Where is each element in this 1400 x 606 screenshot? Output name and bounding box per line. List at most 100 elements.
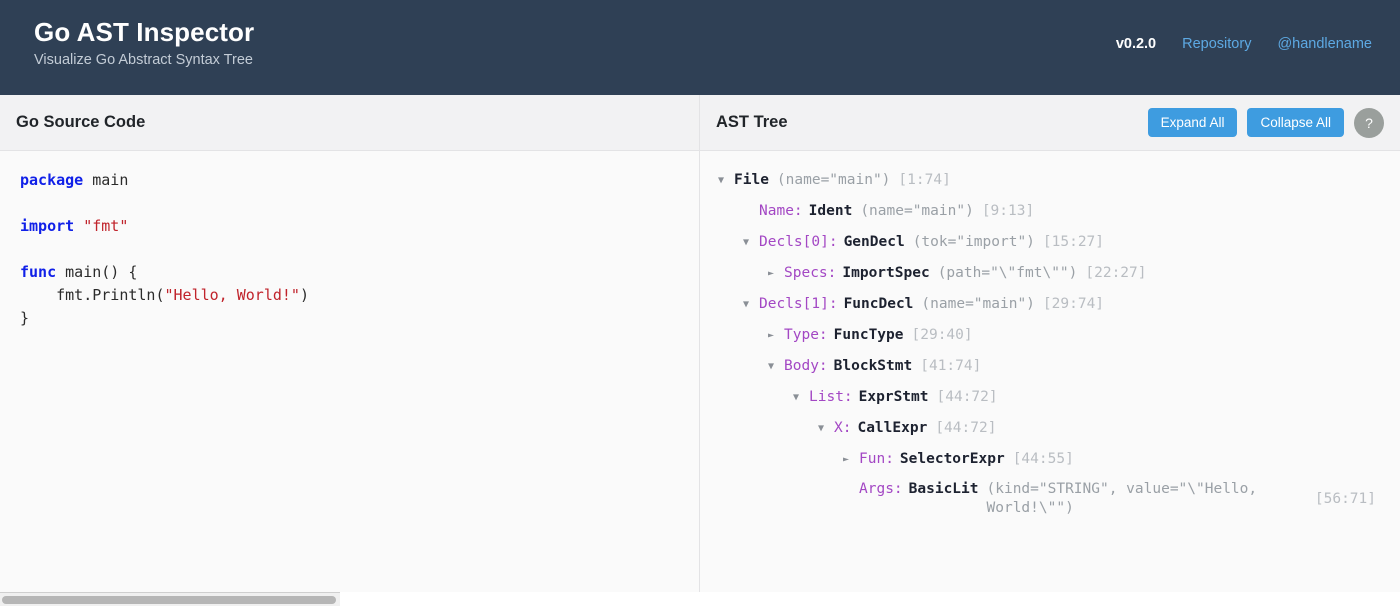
ast-node-attributes: (tok="import") xyxy=(912,234,1035,250)
version-badge: v0.2.0 xyxy=(1115,36,1157,52)
code-token-pln: main() { xyxy=(56,263,138,281)
code-line: package main xyxy=(20,169,679,192)
ast-node-position: [1:74] xyxy=(898,172,951,188)
page-title: Go AST Inspector xyxy=(34,17,255,47)
bottom-bar xyxy=(0,592,1400,606)
ast-node-field: Decls[1]: xyxy=(759,296,838,312)
ast-toolbar: Expand All Collapse All ? xyxy=(1147,107,1384,138)
ast-node-attributes: (name="main") xyxy=(921,296,1035,312)
ast-tree-node[interactable]: ▼ X: CallExpr [44:72] xyxy=(712,413,1388,444)
ast-node-type: CallExpr xyxy=(857,420,928,436)
brand-block: Go AST Inspector Visualize Go Abstract S… xyxy=(34,16,254,70)
ast-node-type: FuncDecl xyxy=(843,296,914,312)
ast-tree-node[interactable]: ▼ File (name="main") [1:74] xyxy=(712,165,1388,196)
ast-panel-title: AST Tree xyxy=(716,113,788,131)
ast-node-field: List: xyxy=(809,389,853,405)
chevron-down-icon[interactable]: ▼ xyxy=(793,392,800,403)
chevron-right-icon[interactable]: ► xyxy=(843,454,850,465)
ast-node-type: BlockStmt xyxy=(833,358,913,374)
code-token-pln: fmt.Println( xyxy=(20,286,165,304)
ast-panel: AST Tree Expand All Collapse All ? ▼ File… xyxy=(700,95,1400,592)
ast-panel-header: AST Tree Expand All Collapse All ? xyxy=(700,95,1400,151)
source-code-editor[interactable]: package main import "fmt" func main() { fm… xyxy=(0,151,699,592)
help-icon[interactable]: ? xyxy=(1354,107,1384,138)
ast-node-position: [44:72] xyxy=(935,420,997,436)
ast-tree-node[interactable]: ▼ Decls[0]: GenDecl (tok="import") [15:27] xyxy=(712,227,1388,258)
ast-node-type: Ident xyxy=(808,203,853,219)
code-token-str: "Hello, World!" xyxy=(164,286,300,304)
ast-node-position: [15:27] xyxy=(1042,234,1105,250)
chevron-down-icon[interactable]: ▼ xyxy=(818,423,825,434)
ast-node-attributes: (name="main") xyxy=(860,203,974,219)
code-line xyxy=(20,192,679,215)
page-subtitle: Visualize Go Abstract Syntax Tree xyxy=(34,52,253,68)
ast-node-field: Args: xyxy=(859,481,903,497)
ast-node-type: BasicLit xyxy=(908,481,979,497)
code-token-pln xyxy=(74,217,83,235)
ast-node-position: [44:72] xyxy=(936,389,998,405)
code-token-kw: func xyxy=(20,263,57,281)
code-line: import "fmt" xyxy=(20,215,679,238)
code-token-pln: main xyxy=(83,171,129,189)
ast-node-field: Body: xyxy=(784,358,828,374)
ast-node-field: Fun: xyxy=(859,451,894,467)
chevron-down-icon[interactable]: ▼ xyxy=(718,175,725,186)
ast-tree-node[interactable]: ► Specs: ImportSpec (path="\"fmt\"") [22:27] xyxy=(712,258,1388,289)
chevron-right-icon[interactable]: ► xyxy=(768,330,775,341)
horizontal-scrollbar[interactable] xyxy=(0,592,340,606)
ast-node-type: SelectorExpr xyxy=(899,451,1005,467)
code-line: func main() { xyxy=(20,261,679,284)
ast-tree-node[interactable]: Args: BasicLit (kind="STRING", value="\"He… xyxy=(712,475,1388,523)
handle-link[interactable]: @handlename xyxy=(1277,36,1372,52)
source-panel-header: Go Source Code xyxy=(0,95,699,151)
ast-node-position: [9:13] xyxy=(981,203,1035,219)
ast-node-type: ExprStmt xyxy=(858,389,929,405)
chevron-right-icon[interactable]: ► xyxy=(768,268,775,279)
horizontal-scrollbar-thumb[interactable] xyxy=(2,596,336,604)
ast-tree-node[interactable]: ►Type:FuncType[29:40] xyxy=(712,320,1388,351)
code-token-str: "fmt" xyxy=(83,217,129,235)
ast-node-field: X: xyxy=(834,420,852,436)
code-token-pln: ) xyxy=(299,286,309,304)
chevron-down-icon[interactable]: ▼ xyxy=(743,237,750,248)
code-line xyxy=(20,238,679,261)
source-panel: Go Source Code package main import "fmt" f… xyxy=(0,95,700,592)
ast-node-position: [44:55] xyxy=(1012,451,1074,467)
ast-node-field: Decls[0]: xyxy=(759,234,838,250)
header-nav: v0.2.0 Repository @handlename xyxy=(1116,36,1372,52)
source-panel-title: Go Source Code xyxy=(16,113,146,131)
code-line: } xyxy=(20,307,679,330)
ast-node-position: [22:27] xyxy=(1085,265,1147,281)
app-header: Go AST Inspector Visualize Go Abstract S… xyxy=(0,0,1400,95)
ast-node-position: [29:40] xyxy=(911,327,973,343)
ast-node-position: [29:74] xyxy=(1042,296,1105,312)
ast-tree-node[interactable]: ▼ List: ExprStmt [44:72] xyxy=(712,382,1388,413)
ast-tree: ▼ File (name="main") [1:74] Name: Ident (name=… xyxy=(700,151,1400,592)
ast-node-attributes: (kind="STRING", value="\"Hello, World!\"… xyxy=(986,481,1258,516)
ast-node-field: Type: xyxy=(784,327,828,343)
code-token-kw: import xyxy=(20,217,75,235)
ast-node-type: File xyxy=(734,172,769,188)
ast-tree-node[interactable]: Name: Ident (name="main") [9:13] xyxy=(712,196,1388,227)
repository-link[interactable]: Repository xyxy=(1182,36,1252,52)
ast-node-position: [41:74] xyxy=(920,358,982,374)
ast-node-type: GenDecl xyxy=(843,234,905,250)
ast-node-field: Name: xyxy=(759,203,803,219)
ast-node-type: ImportSpec xyxy=(842,265,930,281)
ast-tree-node[interactable]: ► Fun: SelectorExpr [44:55] xyxy=(712,444,1388,475)
code-token-pln: } xyxy=(20,309,30,327)
code-line: fmt.Println("Hello, World!") xyxy=(20,284,679,307)
expand-all-button[interactable]: Expand All xyxy=(1147,107,1238,138)
collapse-all-button[interactable]: Collapse All xyxy=(1247,107,1344,138)
ast-node-attributes: (name="main") xyxy=(776,172,891,188)
ast-tree-node[interactable]: ▼ Decls[1]: FuncDecl (name="main") [29:74] xyxy=(712,289,1388,320)
chevron-down-icon[interactable]: ▼ xyxy=(743,299,750,310)
ast-node-attributes: (path="\"fmt\"") xyxy=(937,265,1078,281)
ast-node-position: [56:71] xyxy=(1314,490,1376,507)
panels-container: Go Source Code package main import "fmt" f… xyxy=(0,95,1400,592)
ast-node-field: Specs: xyxy=(784,265,837,281)
ast-tree-node[interactable]: ▼ Body: BlockStmt [41:74] xyxy=(712,351,1388,382)
code-token-kw: package xyxy=(20,171,84,189)
chevron-down-icon[interactable]: ▼ xyxy=(768,361,775,372)
